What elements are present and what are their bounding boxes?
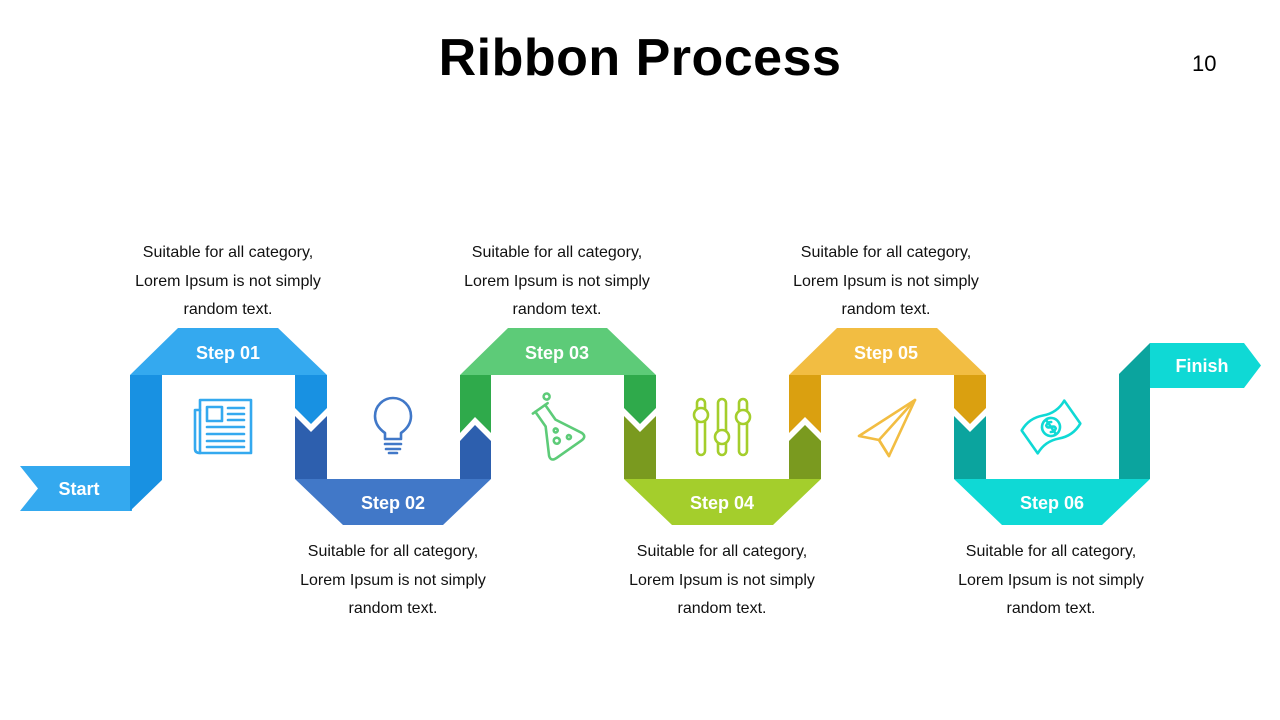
desc-line: random text. — [512, 301, 602, 318]
step-03-label: Step 03 — [525, 343, 589, 363]
step-03-description: Suitable for all category, Lorem Ipsum i… — [427, 239, 687, 325]
desc-line: Lorem Ipsum is not simply — [464, 272, 650, 290]
ribbon-rise-4b — [789, 375, 821, 433]
finish-flag — [1150, 343, 1261, 388]
desc-line: Suitable for all category, — [800, 244, 972, 261]
desc-line: random text. — [1006, 600, 1096, 617]
desc-line: Suitable for all category, — [471, 244, 643, 261]
ribbon-rise-2a — [460, 425, 491, 479]
step-05-band — [789, 328, 986, 375]
ribbon-drop-1b — [295, 416, 327, 479]
ribbon-drop-3b — [624, 416, 656, 479]
step-05-label: Step 05 — [854, 343, 918, 363]
desc-line: random text. — [183, 301, 273, 318]
desc-line: Suitable for all category, — [965, 543, 1137, 560]
step-01-description: Suitable for all category, Lorem Ipsum i… — [98, 239, 358, 325]
ribbon-rise-2b — [460, 375, 491, 433]
desc-line: random text. — [677, 600, 767, 617]
page-title: Ribbon Process — [438, 29, 842, 87]
step-06-label: Step 06 — [1020, 493, 1084, 513]
ribbon-drop-5b — [954, 416, 986, 479]
desc-line: Lorem Ipsum is not simply — [135, 272, 321, 290]
newspaper-icon — [193, 398, 253, 455]
step-04-description: Suitable for all category, Lorem Ipsum i… — [592, 538, 852, 624]
desc-line: Suitable for all category, — [307, 543, 479, 560]
step-05-description: Suitable for all category, Lorem Ipsum i… — [756, 239, 1016, 325]
ribbon-drop-3a — [624, 375, 656, 424]
step-02-description: Suitable for all category, Lorem Ipsum i… — [263, 538, 523, 624]
ribbon-rise-4a — [789, 425, 821, 479]
start-label: Start — [58, 479, 99, 499]
step-01-label: Step 01 — [196, 343, 260, 363]
desc-line: Lorem Ipsum is not simply — [629, 571, 815, 589]
desc-line: Lorem Ipsum is not simply — [793, 272, 979, 290]
start-tab — [20, 466, 132, 511]
ribbon-riser-final — [1119, 343, 1150, 479]
page-number: 10 — [1192, 51, 1217, 76]
finish-label: Finish — [1176, 356, 1229, 376]
step-03-band — [460, 328, 656, 375]
ribbon-drop-1a — [295, 375, 327, 424]
desc-line: random text. — [841, 301, 931, 318]
ribbon-drop-5a — [954, 375, 986, 424]
ribbon-riser-1 — [130, 375, 162, 511]
money-icon — [1020, 399, 1082, 455]
step-04-label: Step 04 — [690, 493, 754, 513]
desc-line: Lorem Ipsum is not simply — [958, 571, 1144, 589]
sliders-icon — [692, 397, 752, 457]
step-06-band — [954, 479, 1150, 525]
desc-line: random text. — [348, 600, 438, 617]
step-06-description: Suitable for all category, Lorem Ipsum i… — [921, 538, 1181, 624]
desc-line: Lorem Ipsum is not simply — [300, 571, 486, 589]
step-02-band — [295, 479, 491, 525]
desc-line: Suitable for all category, — [142, 244, 314, 261]
flask-icon — [531, 392, 586, 461]
step-02-label: Step 02 — [361, 493, 425, 513]
lightbulb-icon — [373, 396, 413, 455]
step-04-band — [624, 479, 821, 525]
paper-plane-icon — [857, 398, 917, 458]
step-01-band — [130, 328, 327, 375]
desc-line: Suitable for all category, — [636, 543, 808, 560]
